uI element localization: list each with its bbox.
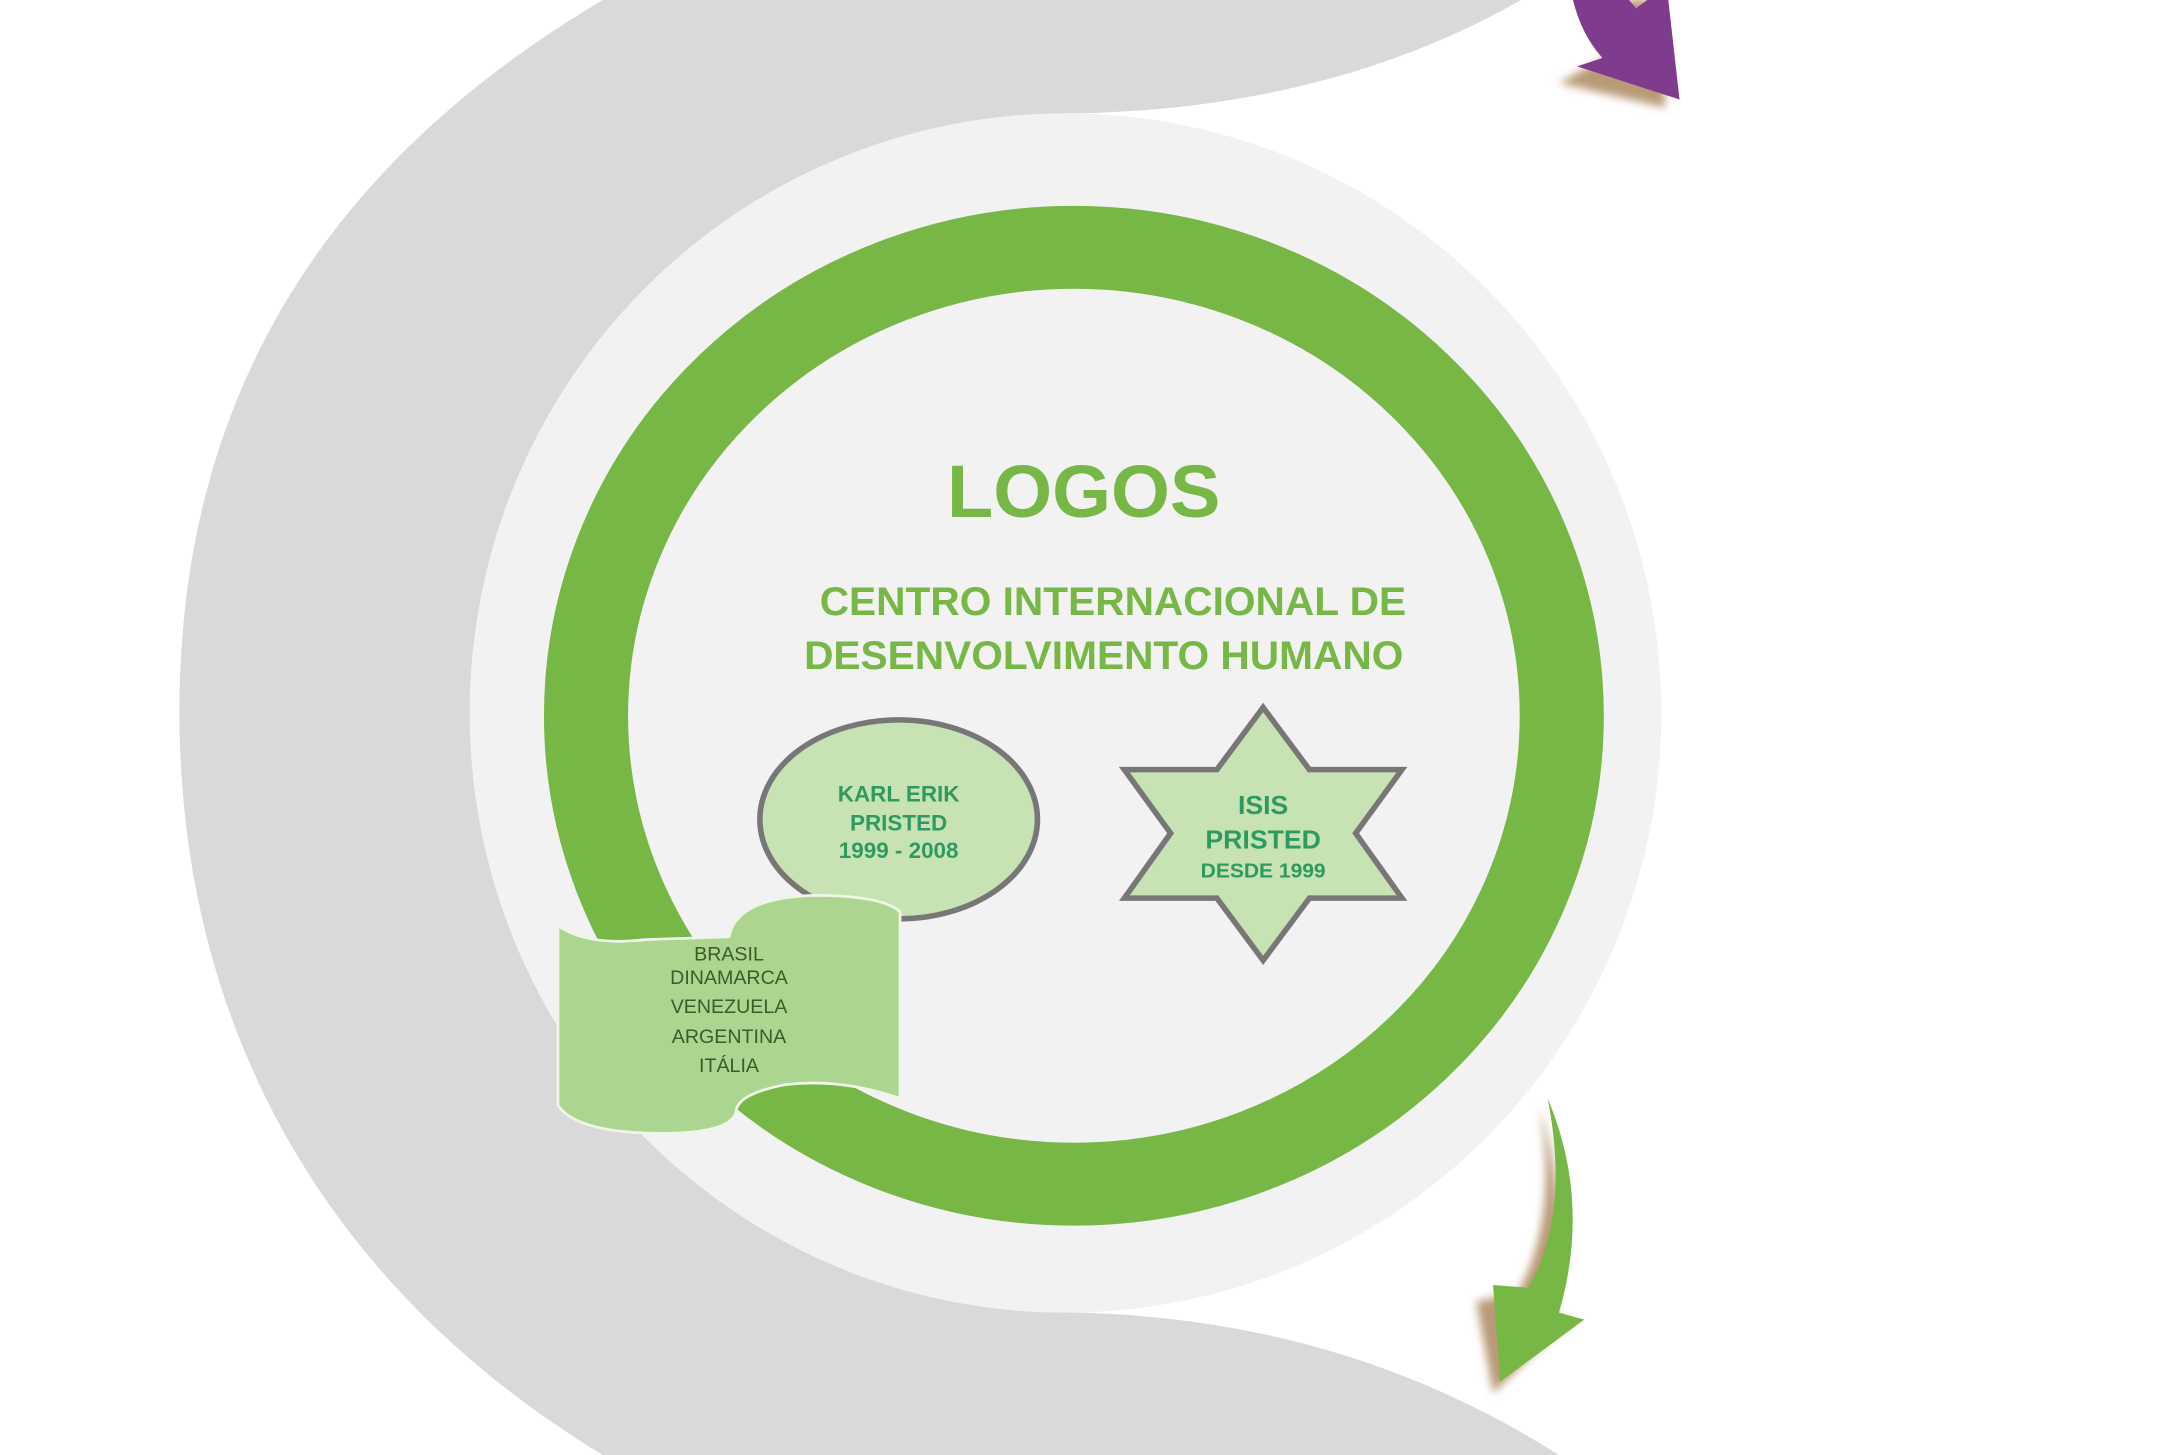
green-arrow-icon [1476, 1098, 1585, 1393]
green-ring [543, 205, 1604, 1226]
country-argentina: ARGENTINA [672, 1026, 786, 1048]
star-line-2: PRISTED [1205, 825, 1320, 855]
subtitle-line-2: DESENVOLVIMENTO HUMANO [804, 632, 1403, 678]
title: LOGOS [947, 449, 1220, 532]
country-venezuela: VENEZUELA [671, 996, 788, 1018]
country-brasil: BRASIL [694, 943, 764, 965]
founder-line-3: 1999 - 2008 [839, 838, 959, 863]
star-shape [1118, 702, 1408, 966]
country-italia: ITÁLIA [699, 1054, 759, 1077]
founder-line-1: KARL ERIK [838, 782, 960, 807]
countries-scroll [556, 894, 902, 1135]
gray-band [179, 0, 1559, 1455]
purple-arrow-icon [1556, 0, 1680, 108]
star-line-3: DESDE 1999 [1201, 860, 1326, 883]
founder-line-2: PRISTED [850, 811, 947, 836]
country-dinamarca: DINAMARCA [670, 967, 788, 989]
subtitle-line-1: CENTRO INTERNACIONAL DE [820, 578, 1406, 624]
star-line-1: ISIS [1238, 790, 1288, 820]
